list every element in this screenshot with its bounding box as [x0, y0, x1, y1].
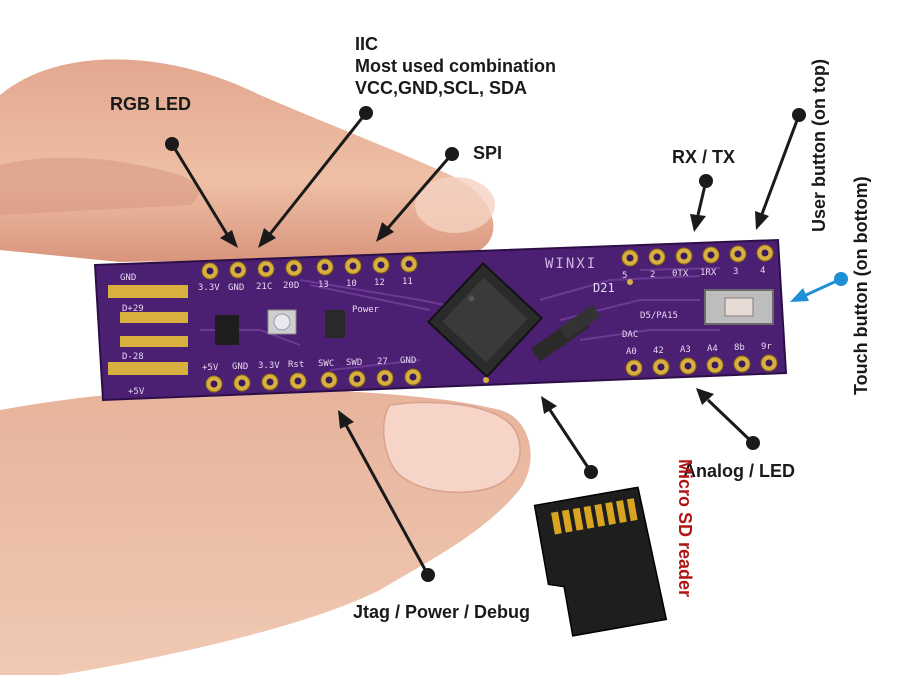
bottom-pin-label: +5V [202, 363, 219, 373]
right-top-pin-label: 0TX [672, 269, 689, 279]
micro-sd-card [533, 486, 668, 637]
lower-finger [0, 387, 531, 675]
top-pin-label: 21C [256, 282, 272, 292]
top-pin-label: 10 [346, 279, 357, 289]
user-button-label: User button (on top) [809, 59, 829, 232]
usb-pad-label: D-28 [122, 352, 144, 362]
right-top-pin-label: 3 [733, 267, 738, 277]
usb-pad-label: +5V [128, 387, 145, 397]
top-pin-label: GND [228, 283, 244, 293]
board-logo: WINXI [545, 256, 597, 272]
rx-tx-label: RX / TX [672, 147, 736, 167]
iic-pins-label: VCC,GND,SCL, SDA [355, 78, 528, 98]
iic-arrow [258, 106, 373, 248]
right-top-pin-label: 4 [760, 266, 765, 276]
jtag-arrow [338, 410, 435, 582]
analog-led-arrow [696, 388, 760, 450]
upper-finger [0, 59, 495, 262]
user-button-component [704, 289, 774, 325]
jtag-label: Jtag / Power / Debug [353, 602, 531, 622]
d5-label: D5/PA15 [640, 311, 678, 321]
spi-arrow [376, 147, 459, 242]
usb-pad-label: D+29 [122, 304, 144, 314]
micro-sd-arrow [541, 396, 598, 479]
right-bottom-pin-label: 9r [761, 342, 772, 352]
rgb-led-label: RGB LED [110, 94, 191, 114]
spi-label: SPI [473, 143, 503, 163]
usb-pads [108, 285, 188, 375]
rgb-led-arrow [165, 137, 238, 248]
pcb-board: GND D+29 D-28 +5V 3.3V GND 21C 20D 13 10… [93, 238, 788, 402]
top-pin-label: 20D [283, 281, 299, 291]
right-bottom-pin-label: 8b [734, 343, 745, 353]
bottom-pin-label: GND [400, 356, 416, 366]
usb-pad-label: GND [120, 273, 136, 283]
regulator [215, 315, 239, 345]
right-bottom-pin-label: A4 [707, 344, 718, 354]
bottom-pin-label: SWD [346, 358, 362, 368]
iic-combination-label: Most used combination [355, 56, 557, 76]
top-pin-label: 12 [374, 278, 385, 288]
bottom-pin-label: Rst [288, 360, 304, 370]
right-bottom-pin-label: A3 [680, 345, 691, 355]
analog-led-label: Analog / LED [683, 461, 795, 481]
top-pin-label: 13 [318, 280, 329, 290]
bottom-pin-label: GND [232, 362, 248, 372]
bottom-pin-label: 27 [377, 357, 388, 367]
touch-button-label: Touch button (on bottom) [851, 176, 871, 395]
microcontroller-chip [427, 262, 543, 378]
bottom-pin-label: 3.3V [258, 361, 280, 371]
dac-label: DAC [622, 330, 638, 340]
right-top-pin-label: 5 [622, 271, 627, 281]
bottom-pin-label: SWC [318, 359, 334, 369]
callout-arrows [165, 106, 806, 582]
touch-button-arrow [790, 272, 848, 302]
rx-tx-arrow [690, 174, 713, 232]
user-button-arrow [755, 108, 806, 230]
top-pin-label: 3.3V [198, 283, 220, 293]
board-model: D21 [593, 281, 615, 295]
micro-sd-label: Micro SD reader [675, 459, 695, 598]
right-top-pin-label: 2 [650, 270, 655, 280]
right-top-pin-label: 1RX [700, 268, 717, 278]
iic-label: IIC [355, 34, 379, 54]
power-led-label: Power [352, 305, 380, 315]
right-bottom-pin-label: 42 [653, 346, 664, 356]
right-bottom-pin-label: A0 [626, 347, 637, 357]
top-pin-label: 11 [402, 277, 413, 287]
